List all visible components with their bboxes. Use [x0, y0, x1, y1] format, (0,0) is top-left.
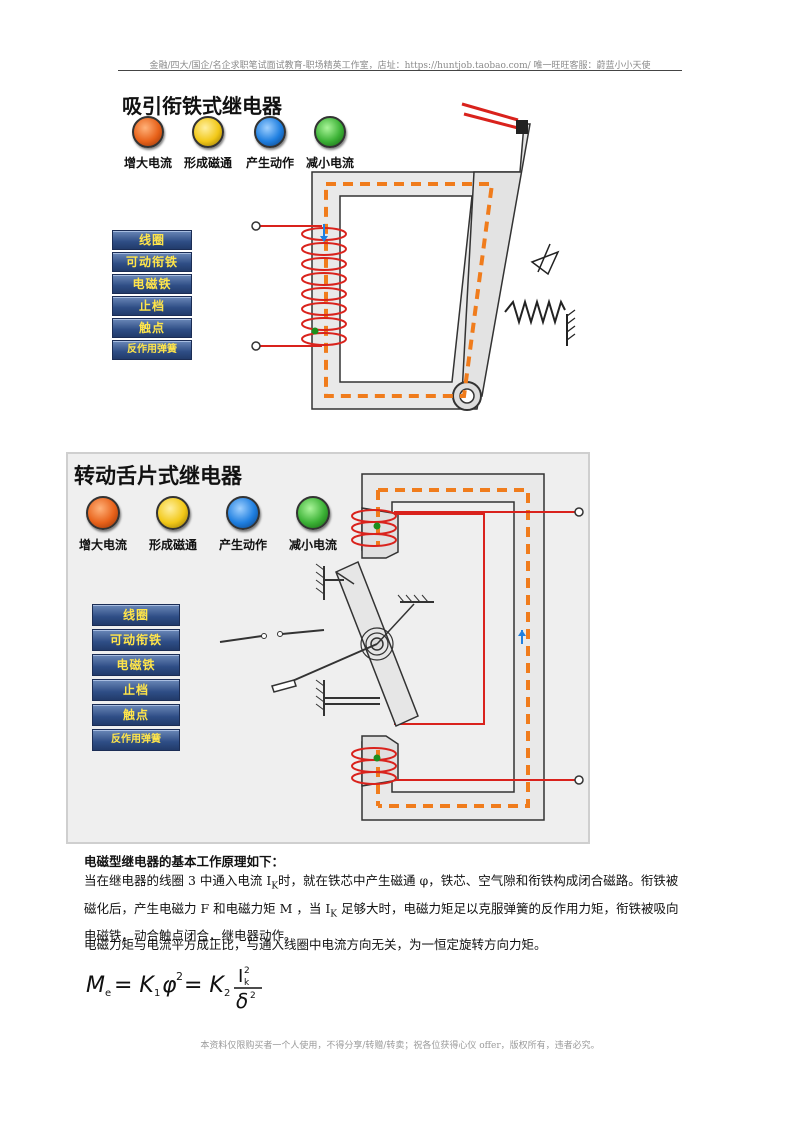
button-movable-armature[interactable]: 可动衔铁 [92, 629, 180, 651]
formula-num-sub: k [244, 978, 250, 988]
indicator-lamp-green [314, 116, 346, 148]
button-stop[interactable]: 止档 [112, 296, 192, 316]
formula-eq2: = K [184, 973, 225, 998]
para1-part-a: 当在继电器的线圈 3 中通入电流 I [84, 873, 272, 888]
reaction-spring [504, 298, 566, 326]
page-header-text: 金融/四大/国企/名企求职笔试面试教育-职场精英工作室，店址：https://h… [149, 61, 651, 71]
indicator-produce-action: 产生动作 [210, 496, 276, 553]
button-contact[interactable]: 触点 [92, 704, 180, 726]
button-coil[interactable]: 线圈 [112, 230, 192, 250]
indicator-label: 增大电流 [123, 156, 172, 170]
coil [260, 225, 347, 347]
relay-top-diagram [251, 102, 576, 411]
formula-sq: 2 [176, 970, 183, 983]
formula-den-sup: 2 [250, 991, 256, 1001]
formula-num-sup: 2 [244, 966, 250, 976]
indicator-lamp-blue [254, 116, 286, 148]
indicator-label: 产生动作 [245, 156, 294, 170]
indicator-form-flux: 形成磁通 [140, 496, 206, 553]
indicator-lamp-orange [132, 116, 164, 148]
indicator-label: 形成磁通 [148, 538, 197, 552]
relay-top-title: 吸引衔铁式继电器 [122, 94, 282, 118]
coil-upper [351, 509, 576, 725]
formula-denominator: δ [236, 989, 248, 1010]
indicator-lamp-green [296, 496, 330, 530]
stop [530, 243, 560, 276]
paragraph-torque: 电磁力矩与电流平方成正比，与通入线圈中电流方向无关，为一恒定旋转方向力矩。 [84, 937, 547, 952]
button-coil[interactable]: 线圈 [92, 604, 180, 626]
formula-lhs-sub: e [105, 988, 111, 999]
relay-bottom-title: 转动舌片式继电器 [74, 464, 242, 488]
coil-dot [311, 327, 319, 335]
indicator-increase-current: 增大电流 [120, 116, 176, 171]
indicator-label: 减小电流 [305, 156, 354, 170]
button-electromagnet[interactable]: 电磁铁 [112, 274, 192, 294]
terminal-top [251, 221, 261, 231]
indicator-lamp-orange [86, 496, 120, 530]
stop-upper [323, 566, 344, 600]
armature [461, 123, 531, 397]
spiral-spring [360, 627, 394, 661]
terminal-bottom [574, 775, 584, 785]
para1-part-b: 时，就在铁芯中产生磁通 φ，铁芯、空气隙和衔铁构成闭合磁路。衔铁被磁化后，产生电… [84, 873, 679, 916]
para1-sub2: K [330, 909, 338, 919]
formula-numerator: I [238, 966, 243, 987]
terminal-bottom [251, 341, 261, 351]
button-stop[interactable]: 止档 [92, 679, 180, 701]
indicator-label: 减小电流 [288, 538, 337, 552]
attraction-armature-relay-figure: 吸引衔铁式继电器 增大电流 形成磁通 产生动作 减小电流 线圈 可动衔铁 电磁铁… [112, 84, 592, 416]
indicator-lamp-yellow [192, 116, 224, 148]
formula-k1-sub: 1 [154, 988, 160, 999]
terminal-top [574, 507, 584, 517]
indicator-lamp-yellow [156, 496, 190, 530]
indicator-label: 增大电流 [78, 538, 127, 552]
indicator-produce-action: 产生动作 [242, 116, 298, 171]
button-reaction-spring[interactable]: 反作用弹簧 [112, 340, 192, 360]
stop-lower [323, 680, 380, 716]
formula-lhs: M [86, 973, 105, 998]
formula-eq1: = K [114, 973, 155, 998]
header-rule [118, 70, 682, 71]
core-window [339, 195, 473, 383]
flux-path [378, 488, 530, 808]
para1-sub: K [271, 881, 279, 892]
indicator-increase-current: 增大电流 [70, 496, 136, 553]
button-reaction-spring[interactable]: 反作用弹簧 [92, 729, 180, 751]
coil-lower [351, 747, 576, 785]
indicator-label: 形成磁通 [183, 156, 232, 170]
section-title: 电磁型继电器的基本工作原理如下： [84, 854, 285, 869]
para1-part-c: 足够大时，电磁力矩足以克服弹簧的反作用力矩，衔铁被吸向电磁铁，动合触点闭合，继电… [84, 900, 679, 944]
torque-formula: M e = K 1 φ 2 = K 2 I 2 k δ 2 [86, 966, 262, 1010]
button-contact[interactable]: 触点 [112, 318, 192, 338]
contact [219, 635, 263, 643]
indicator-decrease-current: 减小电流 [302, 116, 358, 171]
page-footer-text: 本资料仅限购买者一个人使用，不得分享/转赠/转卖；祝各位获得心仪 offer，版… [200, 1041, 600, 1051]
indicator-form-flux: 形成磁通 [180, 116, 236, 171]
relay-bottom-diagram [219, 473, 584, 821]
formula-k2-sub: 2 [224, 988, 230, 999]
indicator-decrease-current: 减小电流 [280, 496, 346, 553]
formula-phi: φ [162, 973, 177, 998]
rotating-tongue-relay-figure: 转动舌片式继电器 增大电流 形成磁通 产生动作 减小电流 线圈 可动衔铁 电磁铁… [66, 452, 590, 844]
contact [461, 102, 519, 130]
button-electromagnet[interactable]: 电磁铁 [92, 654, 180, 676]
indicator-lamp-blue [226, 496, 260, 530]
button-movable-armature[interactable]: 可动衔铁 [112, 252, 192, 272]
paragraph-principle: 当在继电器的线圈 3 中通入电流 IK时，就在铁芯中产生磁通 φ，铁芯、空气隙和… [84, 870, 684, 946]
flux-path [324, 182, 495, 398]
indicator-label: 产生动作 [218, 538, 267, 552]
